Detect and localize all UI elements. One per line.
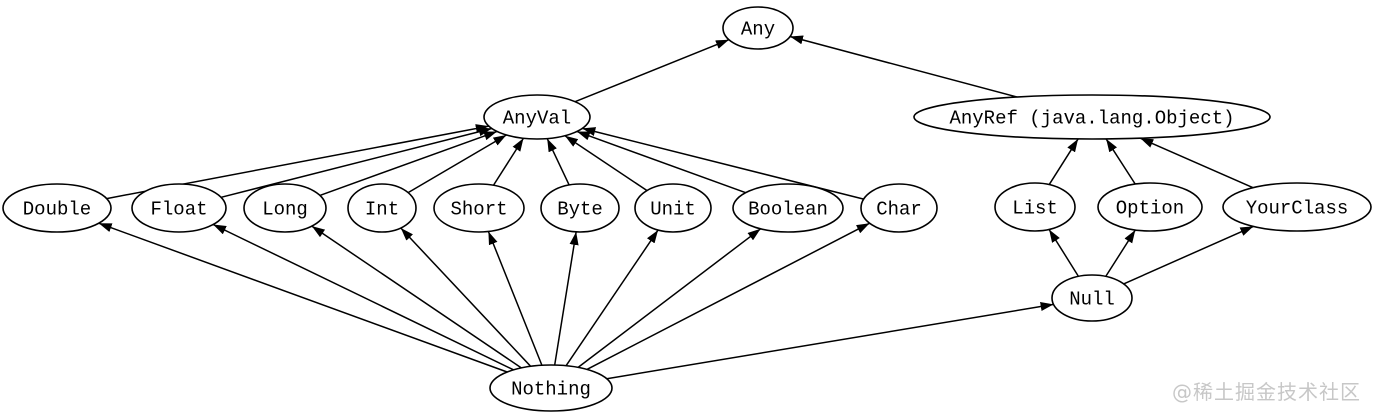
node-double-ellipse (2, 183, 112, 233)
node-any-label: Any (741, 19, 775, 41)
node-byte-ellipse (540, 183, 620, 233)
node-short: Short (433, 183, 525, 233)
node-float-ellipse (131, 183, 227, 233)
node-option: Option (1097, 182, 1203, 232)
node-int-label: Int (365, 199, 399, 221)
edge-nothing-to-double (98, 222, 508, 373)
node-unit-label: Unit (650, 199, 696, 221)
node-nothing: Nothing (489, 364, 613, 412)
node-list: List (994, 182, 1076, 232)
edge-null-to-list (1048, 229, 1080, 277)
node-float: Float (131, 183, 227, 233)
edge-nothing-to-float (212, 223, 514, 371)
edge-nothing-to-null (606, 302, 1054, 380)
edge-null-to-option (1105, 229, 1136, 277)
node-double: Double (2, 183, 112, 233)
edge-long-to-anyval (319, 130, 498, 197)
node-long: Long (243, 183, 327, 233)
node-boolean: Boolean (732, 183, 844, 233)
node-anyval: AnyVal (483, 94, 591, 140)
edge-nothing-to-long (311, 225, 522, 369)
edge-anyval-to-any (574, 39, 730, 103)
node-boolean-ellipse (732, 183, 844, 233)
edge-nothing-to-unit (565, 229, 659, 367)
edge-byte-to-anyval (546, 138, 570, 186)
node-null: Null (1051, 274, 1133, 322)
node-list-ellipse (994, 182, 1076, 232)
node-char: Char (860, 183, 938, 233)
node-null-ellipse (1051, 274, 1133, 322)
edge-float-to-anyval (220, 127, 492, 199)
node-double-label: Double (23, 199, 91, 221)
edge-option-to-anyref (1105, 138, 1136, 185)
edge-boolean-to-anyval (576, 130, 746, 194)
node-int: Int (347, 183, 417, 233)
node-list-label: List (1012, 198, 1058, 220)
node-short-label: Short (450, 199, 507, 221)
node-option-label: Option (1116, 198, 1184, 220)
edge-nothing-to-byte (553, 231, 579, 366)
edge-unit-to-anyval (564, 135, 648, 192)
node-anyval-label: AnyVal (503, 108, 571, 130)
node-byte: Byte (540, 183, 620, 233)
edge-nothing-to-short (487, 231, 543, 366)
node-anyref-label: AnyRef (java.lang.Object) (949, 108, 1234, 130)
node-any: Any (722, 6, 794, 50)
edge-null-to-yourclass (1123, 225, 1254, 285)
node-any-ellipse (722, 6, 794, 50)
edge-nothing-to-char (586, 222, 870, 371)
node-unit-ellipse (634, 183, 712, 233)
edge-anyref-to-any (789, 35, 1018, 98)
node-long-label: Long (262, 199, 308, 221)
node-int-ellipse (347, 183, 417, 233)
node-null-label: Null (1069, 289, 1115, 311)
node-long-ellipse (243, 183, 327, 233)
node-yourclass-ellipse (1222, 182, 1372, 232)
node-byte-label: Byte (557, 199, 603, 221)
edge-nothing-to-boolean (577, 228, 762, 368)
node-option-ellipse (1097, 182, 1203, 232)
node-anyref: AnyRef (java.lang.Object) (913, 94, 1271, 140)
edge-nothing-to-int (400, 227, 532, 367)
node-char-label: Char (876, 199, 922, 221)
edge-yourclass-to-anyref (1139, 137, 1254, 189)
node-anyref-ellipse (913, 94, 1271, 140)
node-boolean-label: Boolean (748, 199, 828, 221)
node-float-label: Float (150, 199, 207, 221)
node-nothing-label: Nothing (511, 379, 591, 401)
edge-short-to-anyval (492, 137, 525, 186)
node-yourclass-label: YourClass (1246, 198, 1349, 220)
node-yourclass: YourClass (1222, 182, 1372, 232)
node-char-ellipse (860, 183, 938, 233)
node-anyval-ellipse (483, 94, 591, 140)
node-nothing-ellipse (489, 364, 613, 412)
edge-int-to-anyval (407, 134, 507, 194)
node-short-ellipse (433, 183, 525, 233)
edge-list-to-anyref (1048, 138, 1079, 185)
node-unit: Unit (634, 183, 712, 233)
